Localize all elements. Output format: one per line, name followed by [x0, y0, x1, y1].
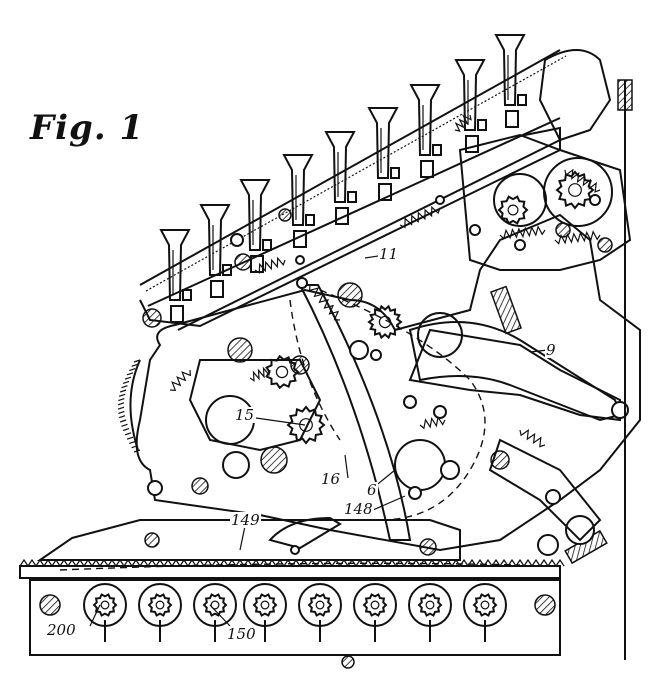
leader-lines	[89, 254, 549, 627]
spring	[564, 168, 601, 193]
gear-train	[205, 157, 613, 491]
shaft	[290, 355, 310, 375]
counter-wheel-gear	[92, 593, 118, 617]
pivot	[295, 255, 305, 265]
rack-sector	[117, 359, 141, 453]
spring	[419, 415, 446, 430]
label-200: 200	[46, 621, 77, 639]
disk	[493, 173, 547, 227]
gear	[286, 405, 326, 445]
key-stem	[324, 131, 357, 225]
spring	[519, 429, 546, 448]
counter-wheel	[83, 583, 127, 642]
label-9: 9	[545, 341, 557, 359]
pivot	[147, 480, 163, 496]
spring	[308, 284, 341, 321]
counter-wheel	[298, 583, 342, 642]
rack-bar	[19, 516, 565, 656]
springs	[169, 114, 601, 448]
pivot	[370, 349, 382, 361]
shafts	[142, 208, 613, 669]
disk	[222, 451, 250, 479]
key-stem	[454, 59, 487, 153]
counter-wheels	[39, 583, 556, 642]
pivot	[349, 340, 369, 360]
key-stem	[367, 107, 400, 201]
shaft	[227, 337, 253, 363]
spring	[454, 114, 472, 132]
label-15: 15	[234, 406, 256, 424]
pivot	[440, 460, 460, 480]
spring	[249, 366, 271, 382]
pivots	[147, 194, 601, 555]
key-stem	[409, 84, 442, 178]
shaft	[597, 237, 613, 253]
counter-wheel-gear	[147, 593, 173, 617]
spring	[254, 256, 286, 274]
counter-wheel-gear	[252, 593, 278, 617]
shaft	[39, 594, 61, 616]
lever-9	[408, 321, 629, 422]
spring	[169, 369, 191, 391]
counter-wheel	[193, 583, 237, 642]
counter-wheel	[138, 583, 182, 642]
counter-wheel	[408, 583, 452, 642]
shaft	[144, 532, 160, 548]
counter-wheel-gear	[472, 593, 498, 617]
pivot	[230, 233, 244, 247]
shaft	[534, 594, 556, 616]
sector-arm	[289, 284, 486, 541]
label-16: 16	[320, 470, 342, 488]
disk	[394, 439, 446, 491]
label-11: 11	[378, 245, 400, 263]
pivot	[433, 405, 447, 419]
shaft	[191, 477, 209, 495]
pivot	[296, 277, 308, 289]
counter-wheel-gear	[307, 593, 333, 617]
key-stem	[494, 34, 527, 128]
spring	[399, 205, 441, 229]
disk	[543, 157, 613, 227]
shaft	[555, 222, 571, 238]
label-150: 150	[226, 625, 257, 643]
pivot	[589, 194, 601, 206]
key-stem	[159, 229, 192, 323]
pivot	[290, 545, 300, 555]
shaft	[337, 282, 363, 308]
label-6: 6	[366, 481, 378, 499]
disk	[417, 312, 463, 358]
key-stems	[159, 34, 527, 323]
label-149: 149	[230, 511, 261, 529]
shaft	[234, 253, 252, 271]
pivot	[403, 395, 417, 409]
shaft	[260, 446, 288, 474]
gear	[497, 195, 529, 225]
gear	[555, 170, 595, 210]
pivot	[514, 239, 526, 251]
shaft	[278, 208, 292, 222]
star-wheel	[367, 304, 403, 340]
key-stem	[199, 204, 232, 298]
spring	[554, 230, 601, 245]
spring	[499, 225, 546, 240]
pivot	[408, 486, 422, 500]
figure-title: Fig. 1	[30, 108, 145, 148]
key-stem	[239, 179, 272, 273]
pivot	[469, 224, 481, 236]
counter-wheel-gear	[417, 593, 443, 617]
counter-wheel	[243, 583, 287, 642]
counter-wheel	[353, 583, 397, 642]
right-side-parts	[488, 49, 633, 660]
counter-wheel-gear	[202, 593, 228, 617]
shaft	[419, 538, 437, 556]
shaft	[142, 308, 162, 328]
label-148: 148	[343, 500, 374, 518]
key-stem	[282, 154, 315, 248]
shaft	[341, 655, 355, 669]
counter-wheel-gear	[362, 593, 388, 617]
counter-wheel	[463, 583, 507, 642]
pivot	[435, 195, 445, 205]
